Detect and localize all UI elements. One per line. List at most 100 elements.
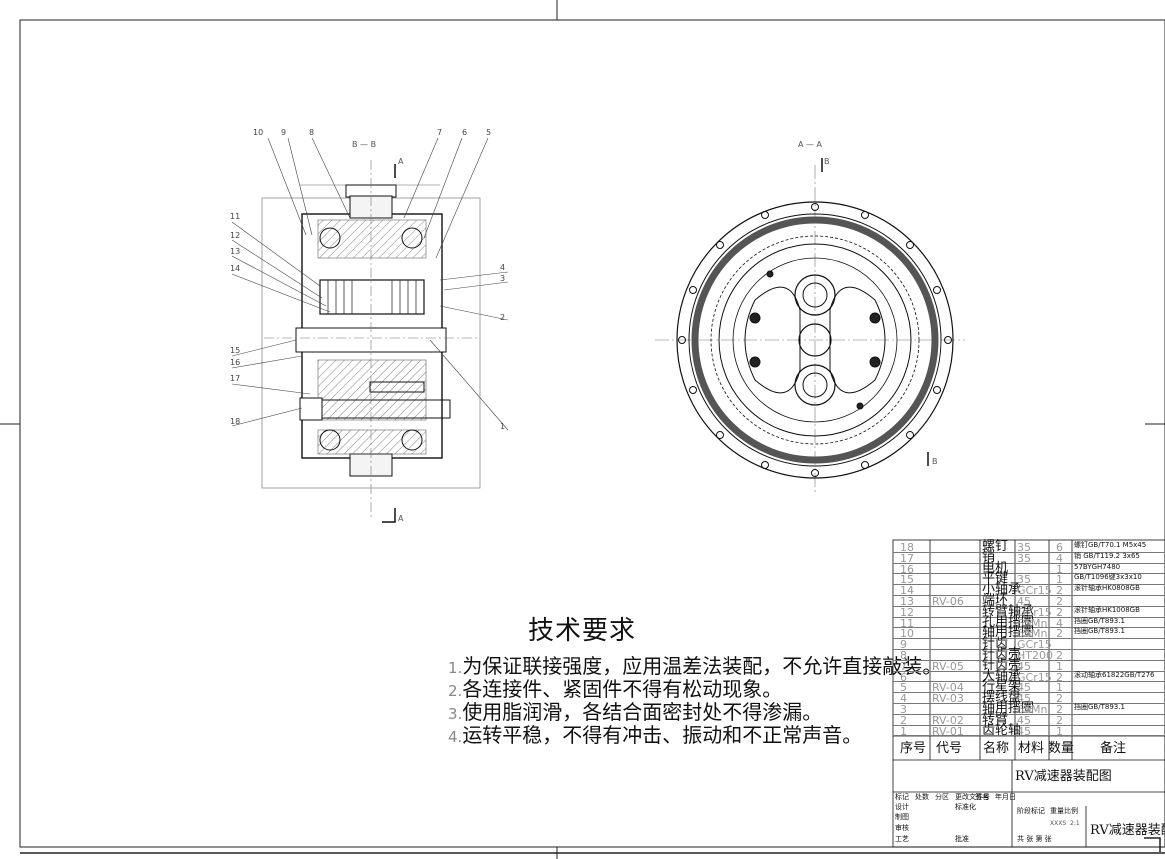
bom-cell-name: 小轴承 xyxy=(982,582,1022,598)
bom-cell-no: 10 xyxy=(900,627,914,641)
tech-text: 运转平稳，不得有冲击、振动和不正常声音。 xyxy=(462,723,863,747)
approve-label: 批准 xyxy=(955,835,969,843)
bom-cell-no: 7 xyxy=(900,659,907,673)
bom-row-line xyxy=(893,584,1165,586)
bom-cell-no: 8 xyxy=(900,649,907,662)
bom-cell-no: 17 xyxy=(900,551,914,565)
tech-number: 2. xyxy=(448,682,463,700)
leader-number: 14 xyxy=(230,264,241,273)
bom-cell-qty: 2 xyxy=(1056,584,1063,598)
bom-cell-mat: GCr15 xyxy=(1017,670,1052,684)
bom-cell-no: 5 xyxy=(900,681,907,695)
bom-row-line xyxy=(893,713,1165,715)
revision-cell: 处数 xyxy=(915,793,929,801)
leader-number: 9 xyxy=(281,128,287,137)
bom-cell-no: 9 xyxy=(900,638,907,652)
tech-number: 1. xyxy=(448,659,463,677)
bom-header-qty: 数量 xyxy=(1048,741,1075,756)
row-design: 设计 xyxy=(895,803,909,811)
stage-value: XXXS xyxy=(1050,820,1067,827)
bom-cell-no: 2 xyxy=(900,713,907,727)
leader-number: 11 xyxy=(230,212,241,221)
bom-cell-no: 1 xyxy=(900,724,907,738)
leader-number: 15 xyxy=(230,346,241,355)
bom-cell-name: 齿轮轴 xyxy=(982,722,1022,738)
leader-number: 6 xyxy=(462,128,468,137)
bom-cell-mat: GCr15 xyxy=(1017,584,1052,598)
leader-number: 18 xyxy=(230,417,241,426)
tech-number: 4. xyxy=(448,728,463,746)
section-view-label: B — B xyxy=(352,140,377,149)
bom-cell-note: 挡圈GB/T893.1 xyxy=(1074,627,1125,636)
bom-cell-name: 端环 xyxy=(982,593,1009,608)
cut-label-a-top: A xyxy=(398,157,404,166)
scale-label: 比例 xyxy=(1064,807,1078,815)
bom-cell-mat: 45 xyxy=(1017,681,1031,695)
bom-row-line xyxy=(893,638,1165,640)
bom-row-line xyxy=(893,627,1165,629)
tech-text: 为保证联接强度，应用温差法装配，不允许直接敲装。 xyxy=(462,654,943,678)
revision-cell: 分区 xyxy=(935,793,949,801)
bom-cell-mat: 35 xyxy=(1017,573,1031,587)
leader-number: 2 xyxy=(500,313,506,322)
leader-number: 5 xyxy=(486,128,492,137)
bom-cell-no: 3 xyxy=(900,703,907,716)
row-drafting: 制图 xyxy=(895,813,909,821)
bom-cell-qty: 2 xyxy=(1056,627,1063,641)
bom-cell-mat: GCr15 xyxy=(1017,605,1052,619)
bom-cell-no: 14 xyxy=(900,584,914,598)
leader-number: 17 xyxy=(230,374,241,383)
bom-cell-name: 针齿壳 xyxy=(982,657,1022,673)
tech-requirement-1: 1.为保证联接强度，应用温差法装配，不允许直接敲装。 xyxy=(448,650,942,679)
bom-cell-qty: 6 xyxy=(1056,541,1063,554)
leader-number: 1 xyxy=(500,422,506,431)
sheet-count: 共 张 第 张 xyxy=(1017,835,1052,843)
bom-cell-qty: 2 xyxy=(1056,649,1063,662)
end-view-a-a xyxy=(655,158,965,495)
bom-cell-mat: 35 xyxy=(1017,551,1031,565)
leader-number: 8 xyxy=(309,128,315,137)
cut-label-b-bottom: B xyxy=(932,457,938,466)
bom-cell-qty: 1 xyxy=(1056,573,1063,587)
bom-cell-code: RV-05 xyxy=(932,659,964,673)
title-block-frame xyxy=(892,539,1165,848)
bom-cell-no: 6 xyxy=(900,670,907,684)
bom-cell-note: 滚动轴承61822GB/T276 xyxy=(1074,670,1155,679)
bom-cell-mat: 65Mn xyxy=(1017,703,1048,716)
bom-cell-qty: 2 xyxy=(1056,713,1063,727)
row-process: 工艺 xyxy=(895,835,909,843)
bom-cell-note: 挡圈GB/T893.1 xyxy=(1074,703,1125,711)
bom-cell-mat: 45 xyxy=(1017,724,1031,738)
bom-cell-code: RV-02 xyxy=(932,713,964,727)
bom-cell-mat: 45 xyxy=(1017,595,1031,608)
bom-cell-note: 挡圈GB/T893.1 xyxy=(1074,616,1125,625)
leader-number: 4 xyxy=(500,263,506,272)
bom-row-line xyxy=(893,692,1165,694)
bom-cell-name: 平键 xyxy=(982,571,1009,587)
bom-cell-code: RV-04 xyxy=(932,681,964,695)
bom-cell-mat: GCr15 xyxy=(1017,638,1052,652)
bom-cell-qty: 4 xyxy=(1056,551,1063,565)
bom-row-line xyxy=(893,659,1165,661)
bom-cell-name: 螺钉 xyxy=(982,539,1009,554)
bom-cell-code: RV-06 xyxy=(932,595,964,608)
bom-cell-no: 16 xyxy=(900,562,914,576)
bom-cell-no: 13 xyxy=(900,595,914,608)
cut-label-b-top: B xyxy=(824,157,830,166)
bom-cell-name: 转臂 xyxy=(982,711,1009,727)
bom-cell-qty: 2 xyxy=(1056,605,1063,619)
bom-cell-name: 轴用挡圈 xyxy=(982,625,1035,641)
standardization-label: 标准化 xyxy=(955,803,976,811)
bom-header-code: 代号 xyxy=(936,741,963,756)
bom-cell-no: 12 xyxy=(900,605,914,619)
product-name: RV减速器装配图 xyxy=(1090,823,1165,838)
bom-header-no: 序号 xyxy=(900,741,927,756)
bom-cell-qty: 2 xyxy=(1056,692,1063,706)
bom-row-line xyxy=(893,681,1165,683)
bom-cell-mat: 45 xyxy=(1017,659,1031,673)
bom-cell-code: RV-03 xyxy=(932,692,964,706)
bom-row-line xyxy=(893,670,1165,672)
leader-number: 3 xyxy=(500,274,506,283)
